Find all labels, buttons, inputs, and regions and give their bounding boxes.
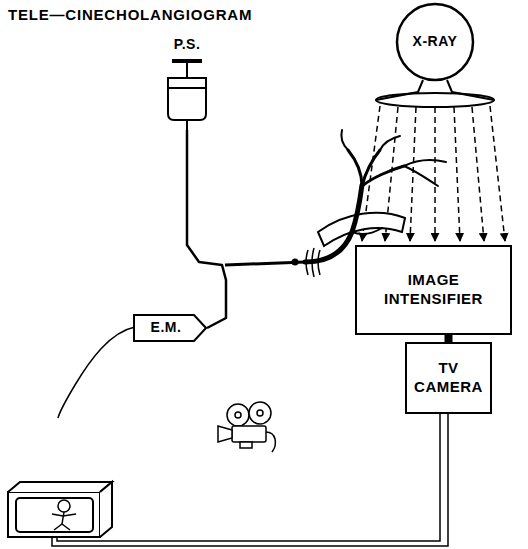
clamps [306, 248, 320, 277]
x-ray-beam [376, 80, 494, 107]
node-label: X-RAY [413, 33, 458, 51]
diagram-title: TELE—CINECHOLANGIOGRAM [8, 6, 252, 23]
process-box: TV CAMERA [405, 342, 492, 414]
meter-wire [58, 327, 135, 418]
duodenum [318, 213, 405, 246]
connector [445, 335, 453, 342]
node-label: E.M. [151, 319, 190, 337]
syringe-pump-outline [160, 56, 214, 130]
process-box: IMAGE INTENSIFIER [355, 245, 512, 335]
node-label: IMAGE INTENSIFIER [363, 271, 504, 309]
tube-junction [292, 259, 299, 266]
x-ray-tube: X-RAY [395, 2, 475, 82]
flowmeter-box: E.M. [133, 314, 207, 342]
bile-ducts [305, 130, 446, 262]
tv-monitor [8, 482, 112, 537]
syringe-pump: P.S. [160, 36, 214, 130]
cine-camera [218, 402, 275, 452]
connector [187, 130, 226, 328]
node-label: P.S. [160, 36, 214, 54]
video-cable [52, 414, 448, 546]
node-label: TV CAMERA [413, 359, 484, 397]
